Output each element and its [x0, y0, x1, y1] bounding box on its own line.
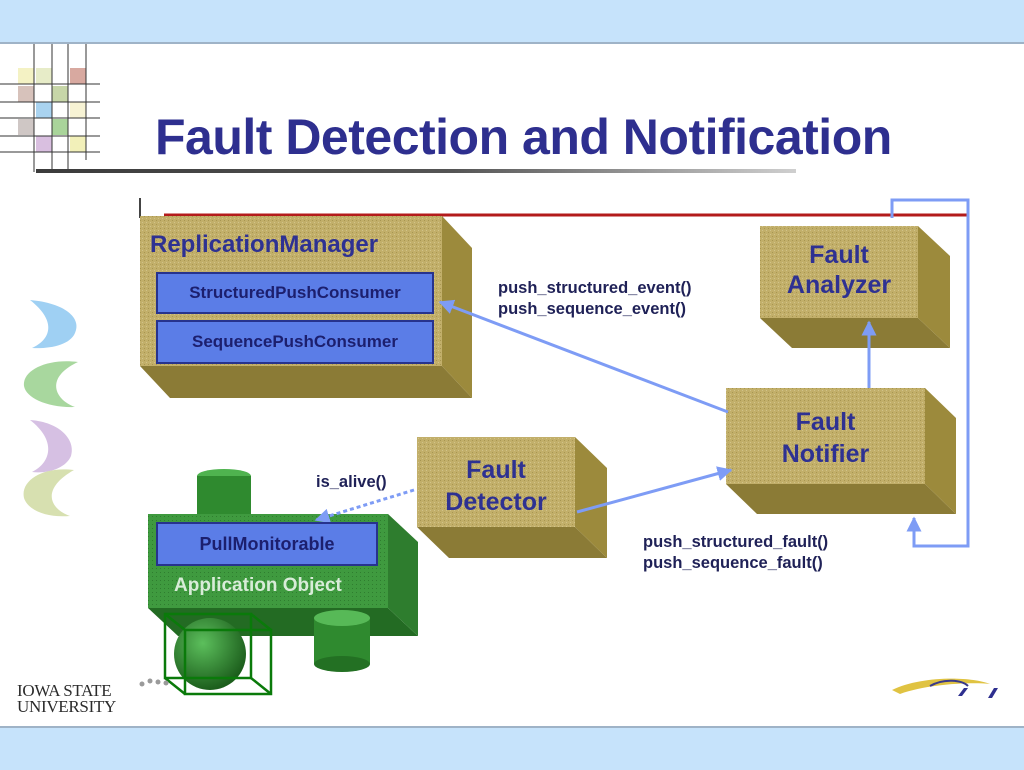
swoosh-logo [892, 678, 998, 698]
fault-notifier-label: Fault Notifier [781, 408, 870, 468]
sequence-push-consumer-box: SequencePushConsumer [156, 320, 434, 364]
decorative-crescents [23, 300, 78, 517]
structured-push-consumer-box: StructuredPushConsumer [156, 272, 434, 314]
arrow-detector-to-notifier [576, 466, 733, 514]
arrow-feedback-loop [890, 198, 970, 548]
push-faults-label: push_structured_fault() push_sequence_fa… [643, 533, 829, 572]
header-band [0, 0, 1024, 44]
sequence-push-consumer-label: SequencePushConsumer [192, 332, 398, 351]
fault-detector-label: Fault Detector [445, 456, 547, 516]
push-events-label: push_structured_event() push_sequence_ev… [498, 279, 692, 318]
slide-title: Fault Detection and Notification [155, 109, 892, 165]
iowa-state-logo: IOWA STATE UNIVERSITY [17, 681, 116, 716]
decorative-grid [0, 44, 100, 172]
is-alive-label: is_alive() [316, 473, 387, 491]
structured-push-consumer-label: StructuredPushConsumer [189, 283, 401, 302]
replication-manager-label: ReplicationManager [150, 231, 379, 258]
application-object-label: Application Object [174, 575, 342, 596]
arrows [314, 198, 970, 548]
arrow-is-alive-poll [314, 488, 415, 524]
fault-notifier-box [726, 388, 956, 514]
pull-monitorable-label: PullMonitorable [199, 533, 335, 554]
arrow-notifier-to-replication-manager [438, 299, 729, 414]
title-underline [36, 169, 796, 173]
fault-analyzer-label: Fault Analyzer [786, 241, 892, 299]
fault-detector-box [417, 437, 607, 558]
fault-analyzer-box [760, 226, 950, 348]
footer-band [0, 726, 1024, 770]
pull-monitorable-box: PullMonitorable [156, 522, 378, 566]
